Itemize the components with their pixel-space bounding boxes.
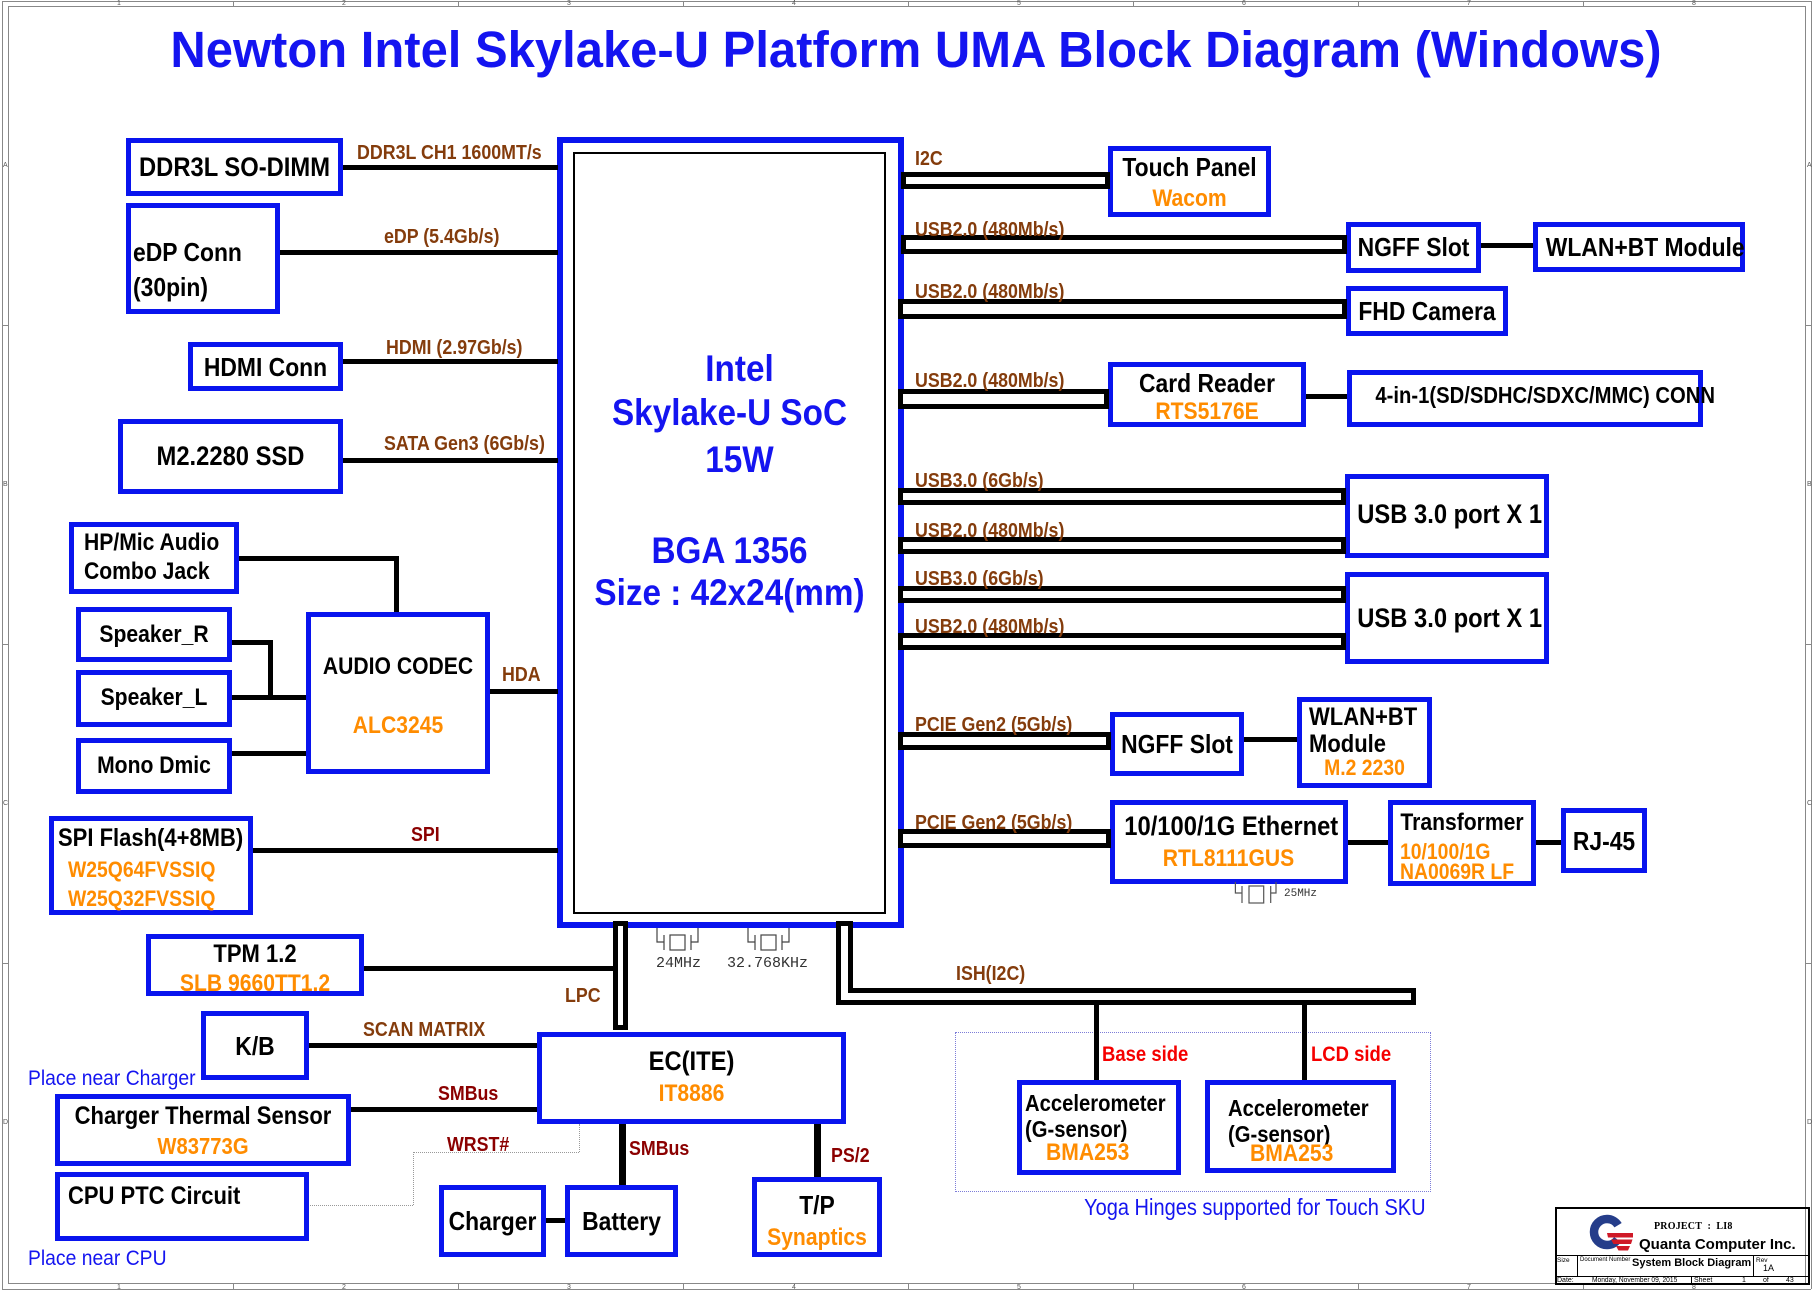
- svg-text:32.768KHz: 32.768KHz: [727, 955, 808, 972]
- svg-text:24MHz: 24MHz: [656, 955, 701, 972]
- svg-text:25MHz: 25MHz: [1284, 888, 1317, 900]
